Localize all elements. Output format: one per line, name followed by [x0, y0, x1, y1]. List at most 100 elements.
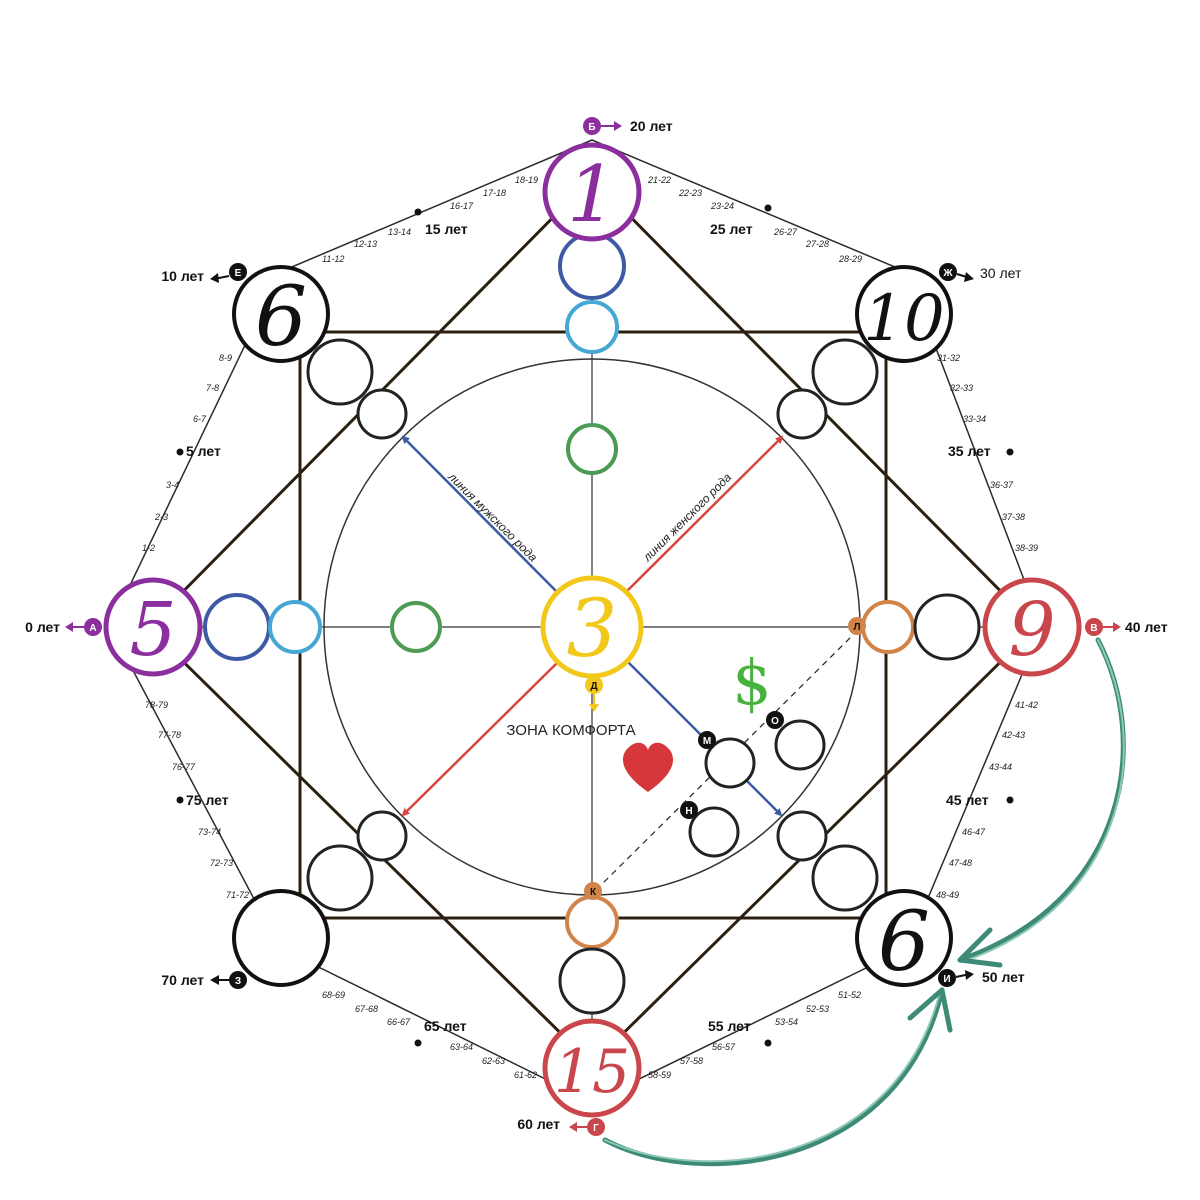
svg-text:46-47: 46-47 — [962, 827, 986, 837]
svg-text:6-7: 6-7 — [193, 414, 207, 424]
age-70: 70 лет — [161, 972, 204, 988]
male-line-arrow — [401, 435, 561, 596]
circle-ne-mid — [811, 338, 879, 406]
circle-left-dark-blue — [203, 593, 271, 661]
age-60: 60 лет — [517, 1116, 560, 1132]
badge-v: В — [1085, 618, 1121, 636]
age-30: 30 лет — [980, 265, 1022, 281]
female-line-label: линия женского рода — [640, 470, 735, 565]
age-25: 25 лет — [710, 221, 753, 237]
svg-text:47-48: 47-48 — [949, 858, 972, 868]
heart-icon — [622, 742, 674, 792]
badge-i: И — [938, 969, 974, 987]
point-a: 5 — [103, 577, 203, 677]
teal-arrow-lower — [602, 987, 953, 1167]
svg-text:41-42: 41-42 — [1015, 700, 1038, 710]
svg-text:Ж: Ж — [942, 268, 953, 279]
svg-text:26-27: 26-27 — [773, 227, 798, 237]
point-b-value: 1 — [567, 150, 617, 240]
svg-text:48-49: 48-49 — [936, 890, 959, 900]
point-zh-value: 10 — [863, 282, 944, 356]
circle-right-black — [913, 593, 981, 661]
center-point: 3 — [540, 575, 644, 679]
svg-text:27-28: 27-28 — [805, 239, 829, 249]
circle-n — [688, 806, 740, 858]
point-v-value: 9 — [1008, 587, 1055, 673]
circle-bottom-orange — [565, 895, 619, 949]
age-55: 55 лет — [708, 1018, 751, 1034]
svg-text:18-19: 18-19 — [515, 175, 538, 185]
comfort-zone-label: ЗОНА КОМФОРТА — [506, 722, 635, 739]
ranges-40-50: 41-42 42-43 43-44 46-47 47-48 48-49 — [936, 700, 1038, 900]
svg-text:7-8: 7-8 — [206, 383, 219, 393]
svg-text:43-44: 43-44 — [989, 762, 1012, 772]
svg-text:76-77: 76-77 — [172, 762, 196, 772]
svg-text:22-23: 22-23 — [678, 188, 702, 198]
svg-text:21-22: 21-22 — [647, 175, 671, 185]
svg-text:8-9: 8-9 — [219, 353, 232, 363]
point-g: 15 — [542, 1018, 642, 1118]
age-45: 45 лет — [946, 792, 989, 808]
ranges-20-30: 21-22 22-23 23-24 26-27 27-28 28-29 — [647, 175, 862, 264]
svg-text:Г: Г — [593, 1123, 599, 1134]
circle-bottom-black — [558, 947, 626, 1015]
svg-text:66-67: 66-67 — [387, 1017, 411, 1027]
point-e: 6 — [232, 265, 330, 365]
badge-k: К — [584, 882, 602, 900]
age-35: 35 лет — [948, 443, 991, 459]
svg-text:Е: Е — [235, 268, 242, 279]
center-value: 3 — [567, 582, 618, 675]
point-e-value: 6 — [255, 270, 307, 365]
svg-text:61-62: 61-62 — [514, 1070, 537, 1080]
badge-l: Л — [848, 617, 866, 635]
circle-sw-mid — [306, 844, 374, 912]
point-g-value: 15 — [554, 1037, 630, 1107]
teal-arrow-upper — [957, 637, 1126, 968]
circle-se-mid — [811, 844, 879, 912]
badge-g: Г — [569, 1118, 605, 1136]
svg-text:32-33: 32-33 — [950, 383, 973, 393]
svg-text:42-43: 42-43 — [1002, 730, 1025, 740]
svg-text:63-64: 63-64 — [450, 1042, 473, 1052]
age-65: 65 лет — [424, 1018, 467, 1034]
svg-text:57-58: 57-58 — [680, 1056, 703, 1066]
age-0: 0 лет — [25, 619, 60, 635]
age-75: 75 лет — [186, 792, 229, 808]
svg-text:51-52: 51-52 — [838, 990, 861, 1000]
circle-left-green — [390, 601, 442, 653]
point-i-value: 6 — [878, 895, 930, 990]
svg-text:Б: Б — [588, 122, 595, 133]
point-v: 9 — [982, 577, 1082, 677]
ranges-0-10: 1-2 2-3 3-4 6-7 7-8 8-9 — [142, 353, 232, 553]
svg-text:52-53: 52-53 — [806, 1004, 829, 1014]
svg-text:1-2: 1-2 — [142, 543, 155, 553]
point-a-value: 5 — [129, 587, 176, 673]
svg-text:К: К — [590, 887, 597, 898]
circle-nw-mid — [306, 338, 374, 406]
circle-o — [774, 719, 826, 771]
svg-text:А: А — [89, 623, 96, 634]
point-zh: 10 — [855, 265, 953, 363]
svg-text:13-14: 13-14 — [388, 227, 411, 237]
badge-zh: Ж — [939, 263, 974, 282]
badge-d: Д — [585, 676, 603, 712]
badge-z: З — [210, 971, 247, 989]
svg-text:78-79: 78-79 — [145, 700, 168, 710]
female-line-arrow — [623, 435, 784, 595]
badge-e: Е — [210, 263, 247, 283]
circle-top-light-blue — [565, 300, 619, 354]
svg-text:56-57: 56-57 — [712, 1042, 736, 1052]
svg-text:З: З — [235, 976, 241, 987]
svg-text:33-34: 33-34 — [963, 414, 986, 424]
circle-top-dark-blue — [558, 232, 626, 300]
svg-text:М: М — [703, 736, 711, 747]
svg-text:31-32: 31-32 — [937, 353, 960, 363]
age-40: 40 лет — [1125, 619, 1168, 635]
badge-m: М — [698, 731, 716, 749]
svg-text:62-63: 62-63 — [482, 1056, 505, 1066]
svg-text:36-37: 36-37 — [990, 480, 1014, 490]
age-20: 20 лет — [630, 118, 673, 134]
svg-text:23-24: 23-24 — [710, 201, 734, 211]
svg-text:37-38: 37-38 — [1002, 512, 1025, 522]
